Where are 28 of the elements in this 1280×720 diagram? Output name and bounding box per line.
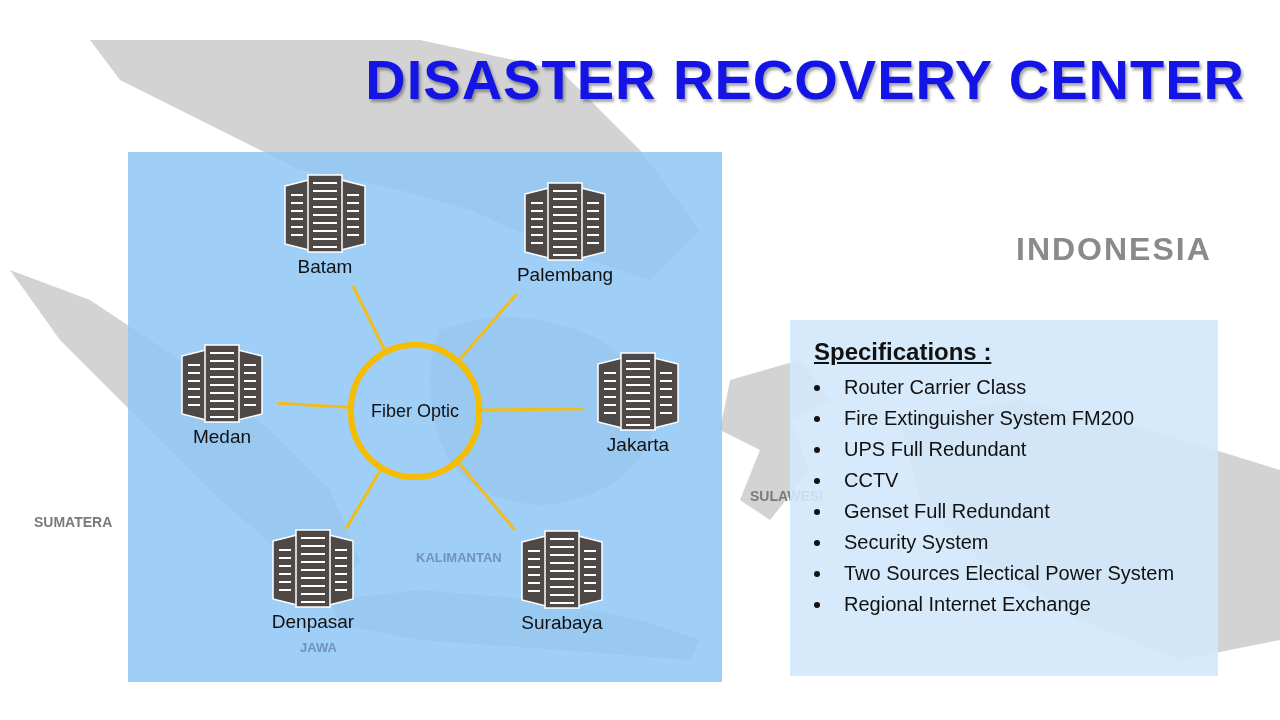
fiber-link-line: [344, 468, 383, 530]
site-label: Medan: [192, 425, 252, 449]
fiber-link-line: [456, 461, 517, 531]
map-region-label: INDONESIA: [1016, 230, 1212, 269]
specification-item: Fire Extinguisher System FM200: [844, 406, 1135, 431]
fiber-link-line: [276, 401, 349, 409]
specification-item: CCTV: [844, 468, 899, 493]
fiber-link-line: [351, 285, 387, 352]
site-label: Surabaya: [521, 611, 603, 635]
site-label: Jakarta: [606, 433, 670, 457]
site-label: Palembang: [516, 263, 614, 287]
map-region-label: KALIMANTAN: [416, 549, 502, 567]
specification-item: Security System: [844, 530, 989, 555]
specification-item: Regional Internet Exchange: [844, 592, 1091, 617]
specifications-heading: Specifications :: [814, 337, 993, 367]
site-label: Batam: [297, 255, 353, 279]
diagram-title: DISASTER RECOVERY CENTER: [365, 52, 1245, 108]
fiber-link-line: [457, 293, 518, 362]
fiber-link-line: [481, 407, 584, 412]
specification-item: Genset Full Redundant: [844, 499, 1050, 524]
ring-label: Fiber Optic: [371, 399, 459, 423]
specification-item: Router Carrier Class: [844, 375, 1027, 400]
site-label: Denpasar: [271, 610, 355, 634]
map-region-label: JAWA: [300, 639, 337, 657]
map-region-label: SUMATERA: [34, 513, 113, 532]
fiber-ring: [348, 342, 482, 480]
specification-item: UPS Full Redundant: [844, 437, 1027, 462]
specification-item: Two Sources Electical Power System: [844, 561, 1175, 586]
